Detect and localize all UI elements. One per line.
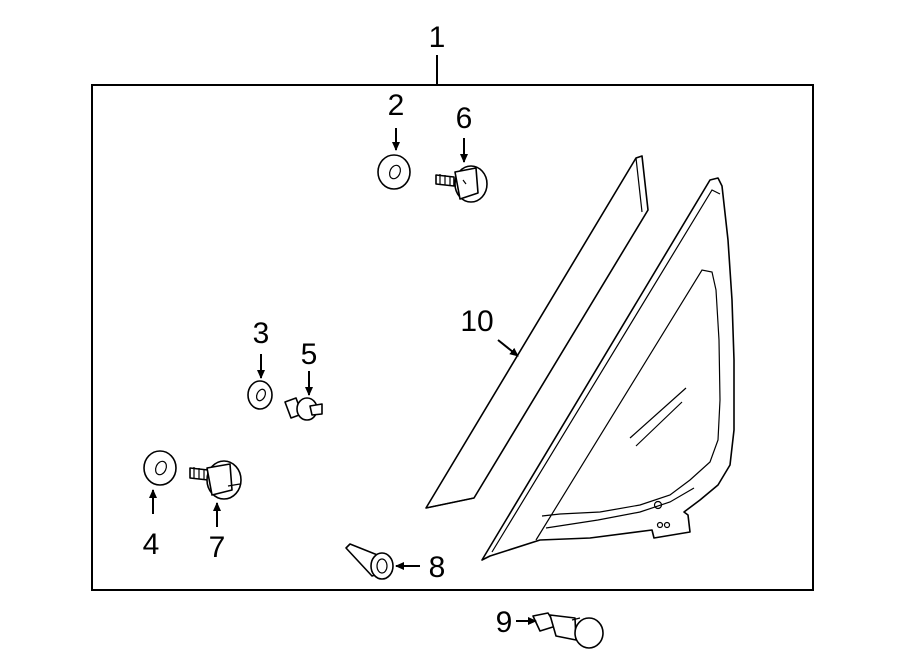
part-4-washer [143, 450, 177, 486]
callout-5: 5 [301, 338, 318, 371]
part-10-moulding [425, 155, 649, 509]
part-5-clip [284, 397, 323, 421]
callout-1: 1 [429, 21, 446, 54]
callout-3: 3 [253, 317, 270, 350]
quarter-window-glass [481, 177, 735, 561]
callout-6: 6 [456, 102, 473, 135]
callout-8: 8 [429, 551, 446, 584]
callout-7: 7 [209, 531, 226, 564]
part-8-pin [345, 543, 394, 580]
part-3-washer [247, 380, 273, 410]
callout-10: 10 [460, 305, 493, 338]
callout-4: 4 [143, 528, 160, 561]
part-2-washer [377, 154, 411, 190]
assembly-frame [91, 84, 814, 591]
callout-9: 9 [496, 606, 513, 639]
callout-10-leader [497, 339, 519, 357]
part-7-clip [189, 460, 242, 500]
part-9-push-clip [532, 612, 604, 649]
callout-2: 2 [388, 89, 405, 122]
part-6-clip [435, 165, 488, 203]
